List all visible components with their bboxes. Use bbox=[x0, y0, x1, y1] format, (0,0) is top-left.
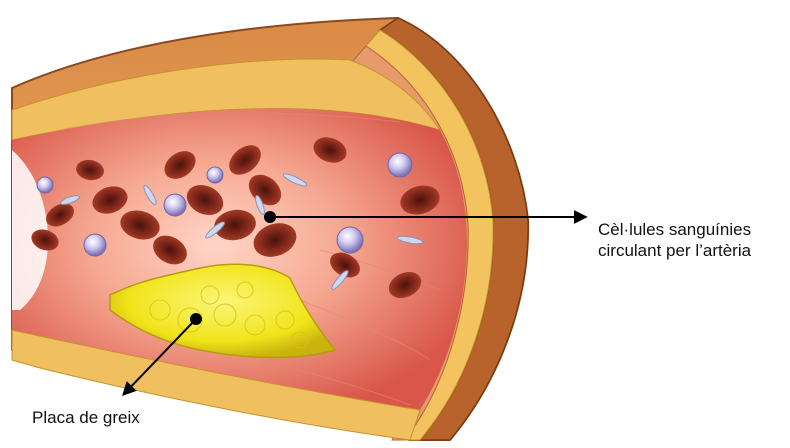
white-blood-cell bbox=[207, 167, 223, 183]
white-blood-cell bbox=[388, 153, 412, 177]
white-blood-cell bbox=[337, 227, 363, 253]
blood-cells-label: Cèl·lules sanguínies circulant per l’art… bbox=[598, 219, 751, 261]
fat-plaque-label: Placa de greix bbox=[32, 407, 140, 428]
blood-cells-label-line2: circulant per l’artèria bbox=[598, 240, 751, 261]
blood-cells-label-line1: Cèl·lules sanguínies bbox=[598, 219, 751, 240]
white-blood-cell bbox=[164, 194, 186, 216]
white-blood-cell bbox=[37, 177, 53, 193]
white-blood-cell bbox=[84, 234, 106, 256]
